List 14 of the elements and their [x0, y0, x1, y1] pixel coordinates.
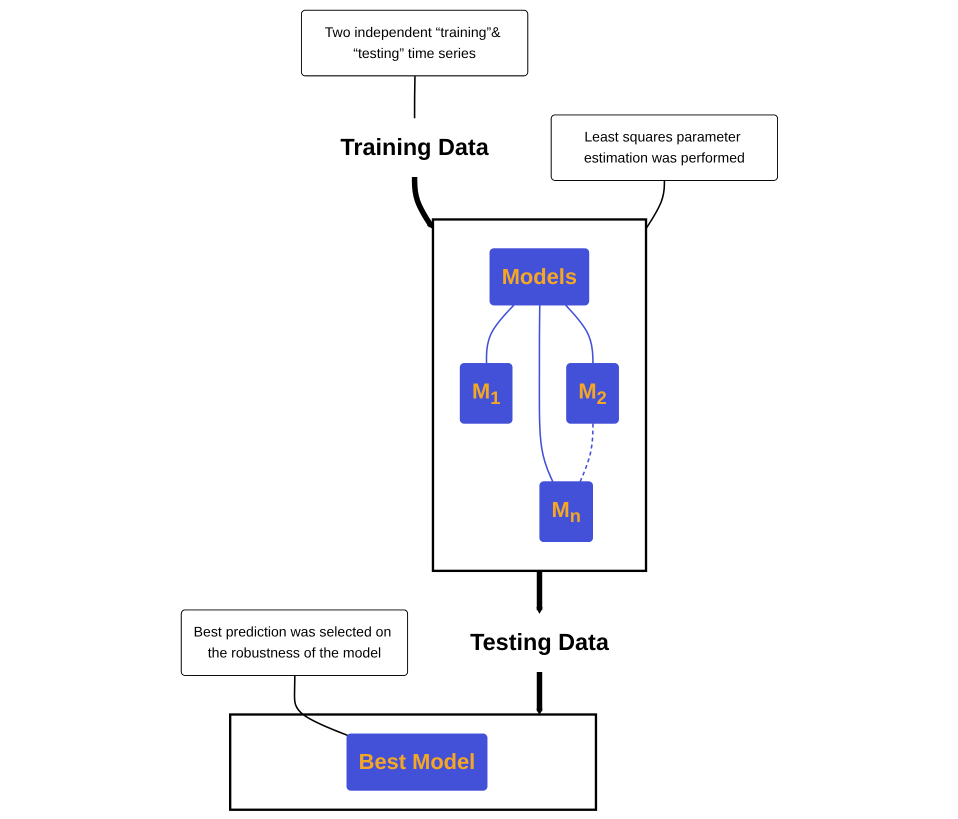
connector [578, 423, 594, 482]
connector [564, 304, 594, 364]
connector [293, 675, 348, 736]
node-text: Training Data [340, 134, 488, 160]
cluster [431, 218, 647, 572]
node-text: Testing Data [470, 629, 608, 656]
cluster [228, 712, 597, 810]
arrow [411, 176, 434, 228]
connector [485, 304, 514, 364]
arrow [536, 570, 542, 614]
arrow [536, 671, 542, 714]
connector [538, 304, 554, 482]
connector [644, 180, 665, 229]
connector [413, 76, 416, 118]
